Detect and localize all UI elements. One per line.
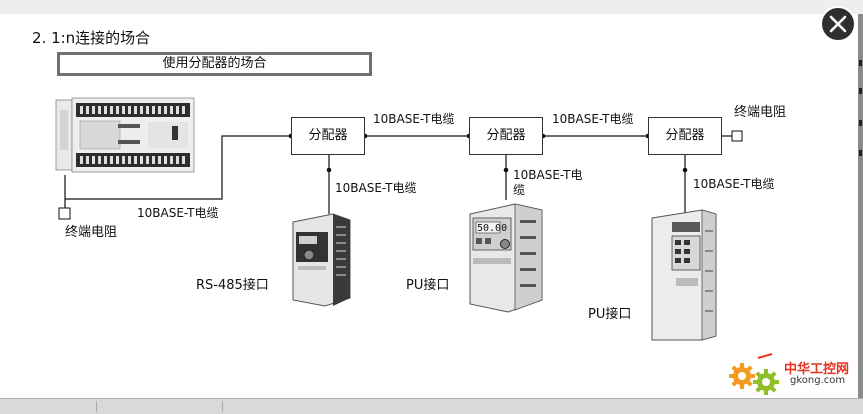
watermark-brand: 中华工控网 bbox=[784, 362, 850, 377]
scrollbar-mark bbox=[859, 60, 862, 66]
cable-label: 10BASE-T电缆 bbox=[335, 181, 417, 195]
terminator-label: 终端电阻 bbox=[734, 105, 787, 120]
inverter-image bbox=[651, 209, 717, 341]
cable-label: 10BASE-T电缆 bbox=[137, 206, 219, 220]
connector-dot bbox=[682, 167, 688, 173]
distributor-box: 分配器 bbox=[291, 117, 365, 155]
cable-label: 10BASE-T电缆 bbox=[693, 177, 775, 191]
inverter-image bbox=[469, 203, 543, 313]
scrollbar-mark bbox=[859, 150, 862, 156]
scrollbar-track[interactable] bbox=[858, 14, 863, 398]
cable-label: 10BASE-T电缆 bbox=[373, 112, 455, 126]
interface-label: RS-485接口 bbox=[196, 278, 269, 293]
connector-dot bbox=[503, 167, 509, 173]
terminator-label: 终端电阻 bbox=[65, 225, 118, 240]
scrollbar-mark bbox=[859, 120, 862, 126]
top-bar-fragment: · · · · · · · · · · · · · · · · · · · · … bbox=[4, 0, 213, 4]
terminator-right-symbol bbox=[731, 130, 743, 142]
connector-dot bbox=[326, 167, 332, 173]
close-button[interactable] bbox=[820, 6, 856, 42]
distributor-box: 分配器 bbox=[648, 117, 722, 155]
interface-label: PU接口 bbox=[406, 278, 450, 293]
wire-plc-to-distributor-1 bbox=[65, 135, 291, 200]
close-icon bbox=[829, 15, 847, 33]
scrollbar-mark bbox=[859, 88, 862, 94]
distributor-box: 分配器 bbox=[469, 117, 543, 155]
subtitle-box: 使用分配器的场合 bbox=[57, 52, 372, 76]
watermark-url: gkong.com bbox=[790, 375, 846, 386]
inverter-display-value: 50.00 bbox=[477, 223, 507, 234]
cable-label: 10BASE-T电 bbox=[513, 168, 583, 182]
interface-label: PU接口 bbox=[588, 307, 632, 322]
plc-device-image bbox=[55, 97, 195, 173]
section-heading: 2. 1:n连接的场合 bbox=[32, 29, 151, 47]
terminator-left-symbol bbox=[58, 207, 71, 220]
gear-logo-icon bbox=[729, 353, 779, 395]
cable-label: 10BASE-T电缆 bbox=[552, 112, 634, 126]
inverter-image bbox=[292, 213, 351, 307]
bottom-bar bbox=[0, 398, 863, 414]
cable-label: 缆 bbox=[513, 183, 526, 197]
